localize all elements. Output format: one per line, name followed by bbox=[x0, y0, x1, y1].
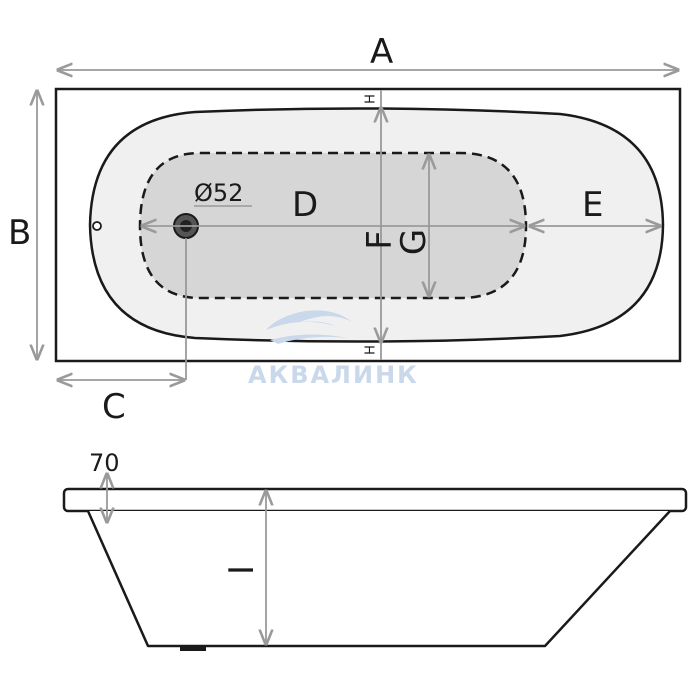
watermark-wave-icon-2 bbox=[270, 334, 348, 344]
label-h-bottom: H bbox=[364, 345, 379, 355]
label-e: E bbox=[582, 185, 603, 225]
label-c: C bbox=[102, 387, 126, 427]
tub-drain-outlet bbox=[180, 646, 206, 651]
top-view bbox=[54, 87, 682, 363]
label-rim-thickness: 70 bbox=[89, 449, 120, 477]
overflow-hole bbox=[92, 221, 102, 231]
label-drain-diameter: Ø52 bbox=[194, 179, 243, 207]
dimension-lines-top bbox=[37, 70, 678, 380]
label-h-top: H bbox=[364, 94, 379, 104]
watermark-wave-icon bbox=[266, 310, 352, 330]
label-f: F bbox=[360, 230, 400, 250]
label-a: A bbox=[370, 32, 393, 72]
side-view bbox=[62, 487, 688, 651]
label-g: G bbox=[394, 229, 434, 255]
tub-side-body bbox=[86, 510, 671, 648]
label-d: D bbox=[292, 185, 318, 225]
watermark: АКВАЛИНК bbox=[248, 310, 419, 389]
label-b: B bbox=[8, 213, 31, 253]
watermark-text: АКВАЛИНК bbox=[248, 361, 419, 389]
label-i: I bbox=[222, 565, 262, 575]
dimension-lines-side bbox=[107, 474, 266, 644]
tub-side-rim bbox=[62, 487, 688, 513]
